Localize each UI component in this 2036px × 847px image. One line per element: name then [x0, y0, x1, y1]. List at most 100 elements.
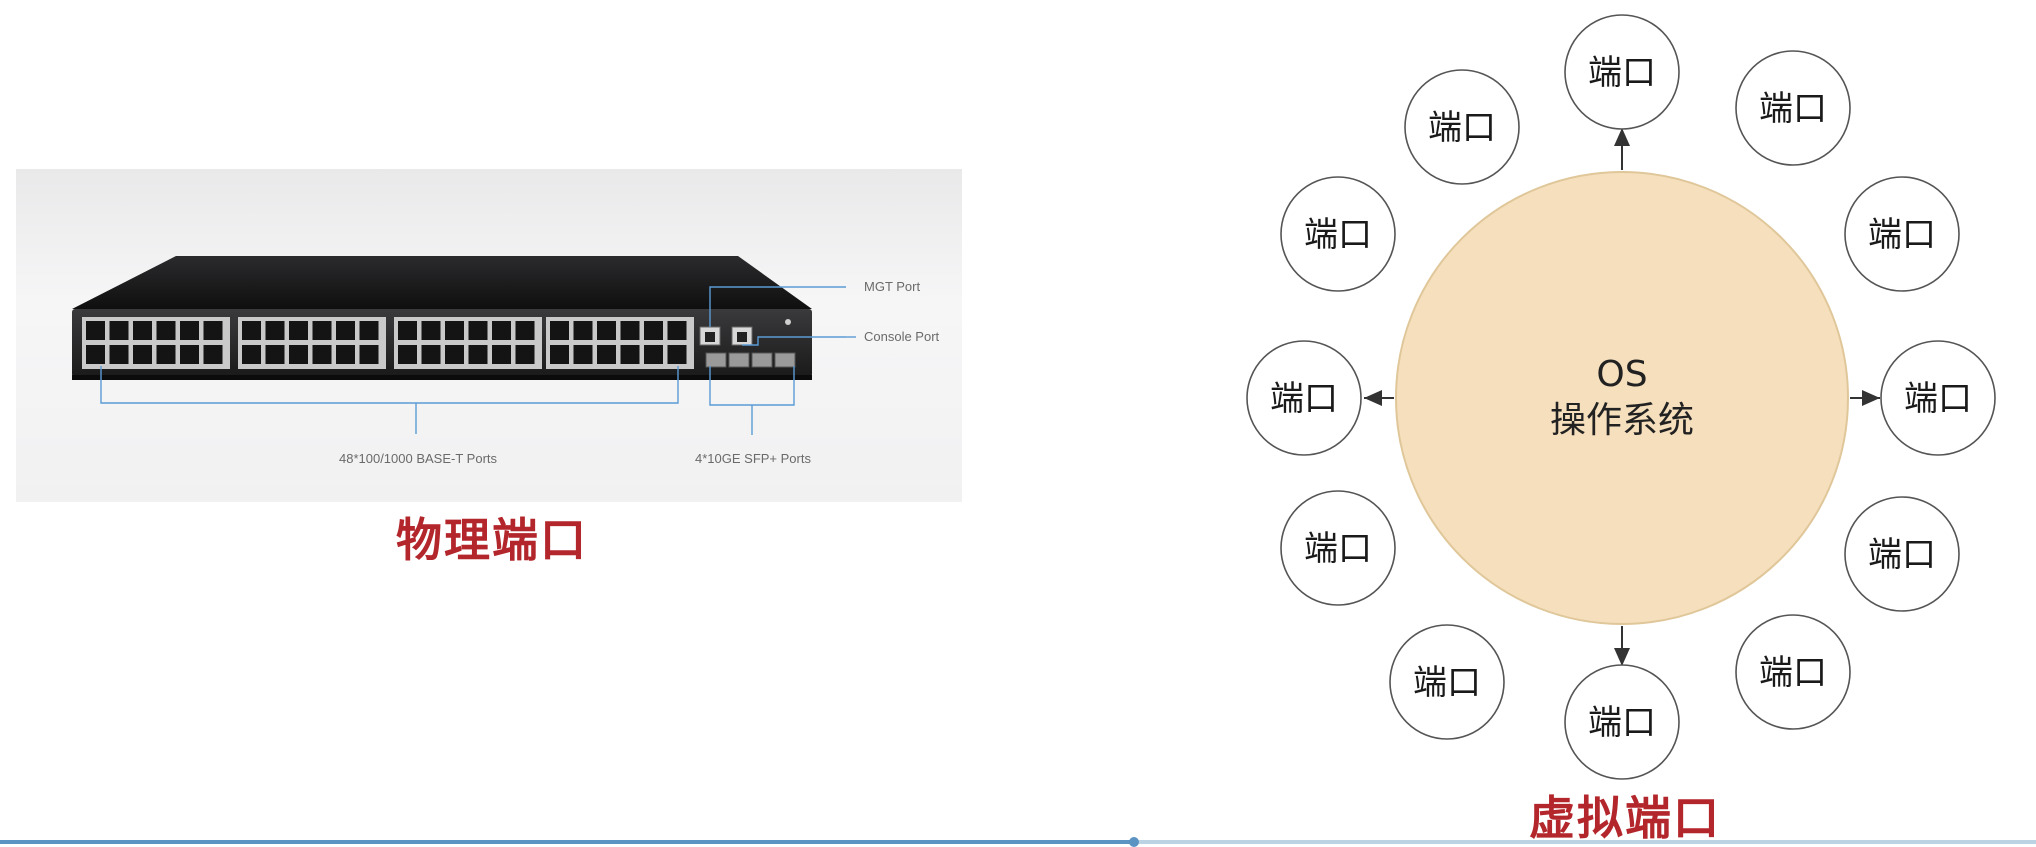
playback-progress-bar[interactable]: [0, 837, 2036, 847]
rj45-port: [445, 321, 464, 340]
progress-fill: [0, 840, 1135, 844]
rj45-port: [109, 321, 129, 340]
rj45-port: [421, 345, 441, 364]
switch-photo: MGT Port Console Port 48*100/1000 BASE-T…: [16, 169, 962, 502]
rj45-port: [515, 321, 535, 340]
port-label: 端口: [1304, 529, 1372, 569]
port-label: 端口: [1270, 379, 1338, 419]
rj45-port: [550, 345, 569, 364]
rj45-port: [550, 321, 569, 340]
virtual-ports-caption: 虚拟端口: [1529, 791, 1721, 845]
rj45-port: [86, 321, 105, 340]
virtual-ports-diagram: OS 操作系统 端口端口端口端口端口端口端口端口端口端口端口端口: [1230, 0, 2036, 844]
virtual-port-node: 端口: [1280, 490, 1396, 606]
rj45-port: [359, 321, 379, 340]
physical-ports-caption: 物理端口: [396, 513, 588, 567]
port-label: 端口: [1588, 703, 1656, 743]
rj45-port: [468, 321, 488, 340]
rj45-port: [336, 345, 355, 364]
rj45-port: [242, 321, 261, 340]
rj45-port: [597, 321, 616, 340]
port-label: 端口: [1759, 653, 1827, 693]
virtual-port-node: 端口: [1844, 176, 1960, 292]
rj45-port: [312, 321, 332, 340]
rj45-port: [667, 345, 687, 364]
rj45-port: [492, 321, 511, 340]
rj45-port: [573, 345, 593, 364]
rj45-port: [242, 345, 261, 364]
port-label: 端口: [1428, 108, 1496, 148]
port-label: 端口: [1868, 215, 1936, 255]
virtual-port-node: 端口: [1735, 50, 1851, 166]
os-core-circle: [1395, 171, 1849, 625]
port-label: 端口: [1304, 215, 1372, 255]
rj45-port: [265, 345, 285, 364]
rj45-port: [445, 345, 464, 364]
rj45-port: [573, 321, 593, 340]
mgt-port-label: MGT Port: [864, 279, 920, 294]
sfp-port: [705, 352, 727, 368]
rj45-port: [156, 321, 176, 340]
rj45-port: [421, 321, 441, 340]
rj45-port: [180, 321, 199, 340]
rj45-port-array: [82, 317, 694, 369]
rj45-port: [109, 345, 129, 364]
sfp-port: [751, 352, 773, 368]
virtual-port-node: 端口: [1404, 69, 1520, 185]
rj45-port: [620, 345, 640, 364]
rj45-port: [620, 321, 640, 340]
rj45-port: [644, 345, 663, 364]
port-label: 端口: [1413, 663, 1481, 703]
port-circle: [1735, 614, 1851, 730]
callout-lines: [100, 286, 856, 435]
rj45-port: [133, 345, 152, 364]
port-circle: [1280, 490, 1396, 606]
rj45-port: [359, 345, 379, 364]
port-circle: [1735, 50, 1851, 166]
rj45-port: [203, 321, 223, 340]
rj45-port: [133, 321, 152, 340]
virtual-port-node: 端口: [1844, 496, 1960, 612]
port-circle: [1389, 624, 1505, 740]
port-label: 端口: [1759, 89, 1827, 129]
rj45-port: [312, 345, 332, 364]
rj45-port: [492, 345, 511, 364]
rj45-port: [667, 321, 687, 340]
virtual-port-node: 端口: [1564, 664, 1680, 780]
sfp-port-array: [705, 352, 796, 368]
port-label: 端口: [1588, 53, 1656, 93]
rj45-port: [468, 345, 488, 364]
rj45-port: [597, 345, 616, 364]
virtual-port-node: 端口: [1280, 176, 1396, 292]
console-port-label: Console Port: [864, 329, 940, 344]
port-circle: [1844, 496, 1960, 612]
sfp-ports-label: 4*10GE SFP+ Ports: [695, 451, 811, 466]
sfp-port: [728, 352, 750, 368]
port-circle: [1564, 14, 1680, 130]
progress-knob[interactable]: [1129, 837, 1140, 847]
rj45-port: [289, 345, 308, 364]
port-label: 端口: [1904, 379, 1972, 419]
port-circle: [1246, 340, 1362, 456]
port-circle: [1880, 340, 1996, 456]
base-t-ports-label: 48*100/1000 BASE-T Ports: [339, 451, 498, 466]
virtual-port-node: 端口: [1246, 340, 1362, 456]
switch-illustration: MGT Port Console Port 48*100/1000 BASE-T…: [72, 256, 940, 466]
status-led: [785, 319, 791, 325]
virtual-port-node: 端口: [1880, 340, 1996, 456]
port-arrows: [1364, 128, 1880, 666]
rj45-port: [86, 345, 105, 364]
sfp-port: [774, 352, 796, 368]
virtual-port-node: 端口: [1735, 614, 1851, 730]
rj45-port: [644, 321, 663, 340]
rj45-port: [265, 321, 285, 340]
port-circle: [1404, 69, 1520, 185]
rj45-port: [398, 345, 417, 364]
rj45-port: [180, 345, 199, 364]
port-circle: [1564, 664, 1680, 780]
rj45-port: [398, 321, 417, 340]
os-subtitle: 操作系统: [1550, 400, 1694, 441]
rj45-port: [289, 321, 308, 340]
rj45-port: [336, 321, 355, 340]
